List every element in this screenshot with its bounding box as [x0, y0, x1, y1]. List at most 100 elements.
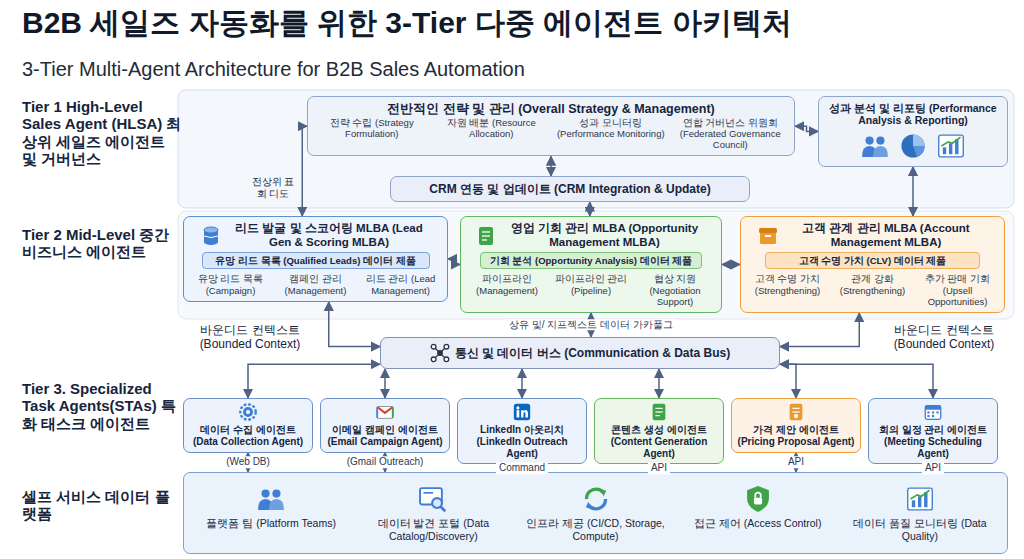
doc-icon-part — [655, 408, 662, 409]
tier1-panel — [178, 90, 1014, 208]
gear-icon-part — [243, 407, 253, 417]
agent-box: 가격 제안 에이전트 (Pricing Proposal Agent) — [731, 398, 861, 453]
heading-row: CRM 연동 및 업데이트 (CRM Integration & Update) — [429, 182, 710, 196]
cal-icon — [923, 402, 943, 422]
agent-box: 이메일 캠페인 에이전트 (Email Campaign Agent) — [320, 398, 450, 453]
edge-label: (Web DB) — [223, 457, 273, 469]
connector-arrow — [521, 369, 523, 398]
gear-icon-part — [246, 410, 250, 414]
heading-row: 전반적인 전략 및 관리 (Overall Strategy & Managem… — [387, 102, 714, 117]
node-heading: 이메일 캠페인 에이전트 (Email Campaign Agent) — [325, 424, 445, 448]
node-heading: 유망 리드 목록 (Qualified Leads) 데이터 제품 — [215, 255, 415, 266]
note-label: 바운디드 컨텍스트 (Bounded Context) — [186, 324, 314, 352]
crm-bar: CRM 연동 및 업데이트 (CRM Integration & Update) — [390, 176, 750, 202]
item-row: 유망 리드 목록 (Campaign)캠페인 관리 (Management)리드… — [190, 273, 441, 295]
people-icon — [860, 131, 890, 161]
child-slot: 기회 분석 (Opportunity Analysis) 데이터 제품 — [467, 249, 715, 273]
db-icon-part — [204, 227, 218, 233]
tier2-panel — [178, 211, 1014, 319]
data-product-box: 고객 수명 가치 (CLV) 데이터 제품 — [765, 252, 980, 269]
chart-icon-part — [910, 490, 929, 499]
connector-arrow — [795, 126, 818, 131]
node-text: 자원 배분 (Resource Allocation) — [434, 117, 550, 139]
doc-icon-part — [653, 404, 666, 420]
heading-row: 영업 기회 관리 MLBA (Opportunity Management ML… — [475, 222, 707, 249]
sync-icon-part — [586, 489, 603, 499]
tier-label: Tier 1 High-Level Sales Agent (HLSA) 최상위… — [22, 98, 182, 167]
connector-arrow — [248, 364, 380, 398]
pie-icon-part — [901, 134, 924, 157]
node-text: 파이프라인 관리 (Pipeline) — [551, 273, 631, 295]
box-icon-part — [760, 232, 776, 244]
bus-icon-part — [431, 344, 436, 349]
connector-arrow — [722, 264, 740, 266]
chart-icon-part — [908, 488, 933, 510]
cal-icon-part — [932, 411, 934, 413]
sync-icon — [581, 484, 611, 514]
node-heading: 콘텐츠 생성 에이전트 (Content Generation Agent) — [599, 424, 719, 459]
tier-label: Tier 3. Specialized Task Agents(STAs) 특화… — [22, 380, 182, 432]
note-label: 전상위 표회 디도 — [250, 176, 296, 199]
search-icon-part — [441, 507, 446, 512]
doc-icon-part — [482, 239, 487, 240]
bus-icon-part — [437, 350, 443, 356]
node-text: 추가 판매 기회 (Upsell Opportunities) — [917, 273, 998, 307]
price-icon-part — [790, 404, 803, 420]
cal-icon-part — [925, 406, 940, 410]
price-icon-part — [792, 411, 799, 412]
node-heading: 회의 일정 관리 에이전트 (Meeting Scheduling Agent) — [873, 424, 993, 459]
node-text: 고객 수명 가치 (Strengthening) — [747, 273, 828, 295]
platform-item: 접근 제어 (Access Control) — [679, 484, 837, 529]
box-icon — [757, 225, 779, 247]
doc-icon-part — [479, 227, 493, 245]
doc-icon-part — [482, 235, 490, 236]
mail-icon-part — [392, 407, 394, 417]
connector-arrow — [550, 156, 552, 176]
db-icon-part — [204, 239, 218, 245]
node-heading: 데이터 수집 에이전트 (Data Collection Agent) — [188, 424, 308, 448]
heading-row: 유망 리드 목록 (Qualified Leads) 데이터 제품 — [215, 255, 415, 266]
child-slot: 고객 수명 가치 (CLV) 데이터 제품 — [747, 249, 998, 273]
price-icon — [786, 402, 806, 422]
mlba-box: 고객 관계 관리 MLBA (Account Management MLBA)고… — [740, 216, 1005, 313]
bus-icon-part — [431, 357, 436, 362]
agent-box: 콘텐츠 생성 에이전트 (Content Generation Agent) — [594, 398, 724, 464]
chart-icon — [936, 131, 966, 161]
search-icon — [418, 484, 448, 514]
node-text: 인프라 제공 (CI/CD, Storage, Compute) — [516, 517, 674, 542]
doc-icon-part — [482, 231, 490, 232]
node-heading: 리드 발굴 및 스코어링 MLBA (Lead Gen & Scoring ML… — [227, 222, 432, 249]
edge-label: API — [785, 457, 807, 469]
node-heading: 가격 제안 에이전트 (Pricing Proposal Agent) — [736, 424, 856, 448]
heading-row: 고객 수명 가치 (CLV) 데이터 제품 — [799, 255, 947, 266]
in-icon-part — [517, 410, 520, 417]
reporting-box: 성과 분석 및 리포팅 (Performance Analysis & Repo… — [818, 96, 1008, 167]
people-icon-part — [269, 499, 284, 510]
platform-item: 데이터 발견 포털 (Data Catalog/Discovery) — [354, 484, 512, 542]
gear-icon-part — [240, 404, 255, 419]
node-heading: 고객 수명 가치 (CLV) 데이터 제품 — [799, 255, 947, 266]
box-icon-part — [765, 235, 771, 237]
connector-arrow — [658, 369, 660, 398]
node-text: 접근 제어 (Access Control) — [694, 517, 821, 529]
price-icon-part — [792, 408, 799, 409]
people-icon — [256, 484, 286, 514]
edge-label: (Gmail Outreach) — [344, 457, 427, 469]
item-row: 고객 수명 가치 (Strengthening)관계 강화 (Strengthe… — [747, 273, 998, 307]
lock-icon-part — [754, 498, 762, 505]
lock-icon-part — [755, 493, 760, 498]
connector-arrow — [589, 202, 591, 216]
cal-icon-part — [927, 411, 929, 413]
edge-label: 상유 및/ 지프젝스트 데이터 가카풀그 — [506, 319, 676, 331]
cal-icon-part — [932, 415, 934, 417]
doc-icon-part — [655, 411, 662, 412]
chart-icon-part — [918, 496, 921, 507]
node-text: 연합 거버넌스 위원회 (Federated Governance Counci… — [673, 117, 789, 151]
node-text: 플랫폼 팀 (Platform Teams) — [206, 517, 336, 529]
chart-icon-part — [939, 135, 964, 157]
chart-icon-part — [941, 137, 960, 146]
node-text: 성과 모니터링 (Performance Monitoring) — [553, 117, 669, 139]
heading-row: 기회 분석 (Opportunity Analysis) 데이터 제품 — [490, 255, 693, 266]
node-text: 전략 수립 (Strategy Formulation) — [314, 117, 430, 139]
